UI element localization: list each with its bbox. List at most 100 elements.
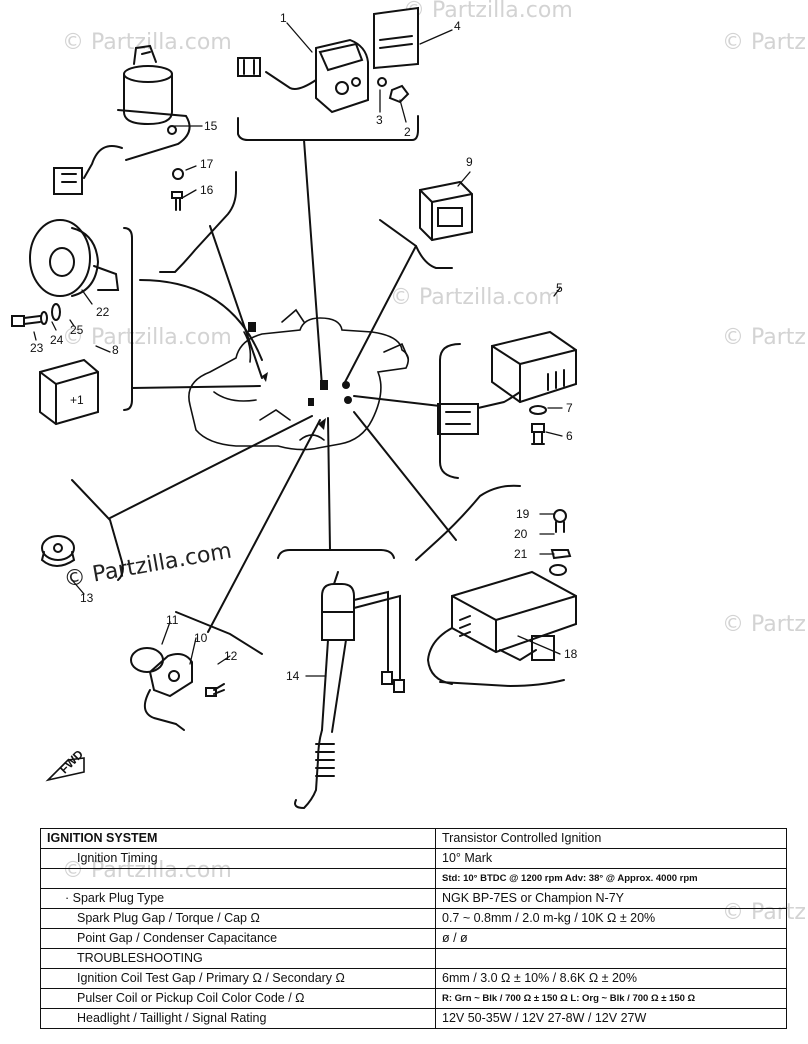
table-row: Headlight / Taillight / Signal Rating 12… [40, 1008, 787, 1029]
leader-line [303, 139, 323, 387]
callout-12: 12 [224, 649, 238, 663]
watermark: © Partzilla.com [403, 0, 573, 23]
table-row: · Spark Plug Type NGK BP-7ES or Champion… [40, 888, 787, 909]
table-row: Point Gap / Condenser Capacitance ø / ø [40, 928, 787, 949]
spec-label: Point Gap / Condenser Capacitance [40, 928, 436, 949]
part-15-main-switch [53, 44, 191, 195]
watermark: © Partzilla.com [62, 30, 232, 55]
coil-label: +1 [70, 393, 84, 407]
part-8-relay [39, 358, 99, 426]
callout-8: 8 [112, 343, 119, 357]
part-17-washer [172, 168, 184, 180]
part-24-washer [40, 311, 48, 325]
leader-line [327, 417, 331, 551]
leader-line [343, 245, 417, 385]
spec-label: Spark Plug Gap / Torque / Cap Ω [40, 908, 436, 929]
spec-value: Std: 10° BTDC @ 1200 rpm Adv: 38° @ Appr… [435, 868, 787, 889]
part-5-rectifier [437, 330, 577, 435]
part-20-washer [550, 549, 572, 560]
ignition-spec-table: IGNITION SYSTEM Transistor Controlled Ig… [40, 828, 787, 1029]
callout-14: 14 [286, 669, 300, 683]
leader-line [139, 279, 263, 361]
engine-outline [188, 308, 410, 451]
part-22-horn [29, 219, 120, 297]
spec-label: Pulser Coil or Pickup Coil Color Code / … [40, 988, 436, 1009]
spec-value: 0.7 ~ 0.8mm / 2.0 m-kg / 10K Ω ± 20% [435, 908, 787, 929]
part-11-o-ring [130, 647, 164, 673]
callout-10: 10 [194, 631, 208, 645]
spec-value: 10° Mark [435, 848, 787, 869]
spec-value: R: Grn ~ Blk / 700 Ω ± 150 Ω L: Org ~ Bl… [435, 988, 787, 1009]
leader-line [353, 411, 457, 541]
ignition-exploded-diagram: FWD +1 1 4 3 2 9 15 17 16 22 23 24 25 5 … [11, 6, 578, 810]
spec-label: TROUBLESHOOTING [40, 948, 436, 969]
part-23-bolt [11, 315, 41, 327]
callout-4: 4 [454, 19, 461, 33]
group-bracket-right-top [379, 219, 453, 269]
group-bracket-lower-left [71, 479, 124, 581]
spec-value: 12V 50-35W / 12V 27-8W / 12V 27W [435, 1008, 787, 1029]
callout-9: 9 [466, 155, 473, 169]
callout-11: 11 [166, 613, 179, 627]
callout-19: 19 [516, 507, 530, 521]
callout-18: 18 [564, 647, 578, 661]
callout-25: 25 [70, 323, 84, 337]
group-bracket-bottom-left [175, 611, 263, 655]
part-10-pickup-coil [143, 653, 193, 731]
watermark: © Partzilla.com [722, 612, 808, 637]
callout-17: 17 [200, 157, 214, 171]
table-row: Pulser Coil or Pickup Coil Color Code / … [40, 988, 787, 1009]
spec-label: Ignition Coil Test Gap / Primary Ω / Sec… [40, 968, 436, 989]
leader-line [209, 225, 263, 379]
part-12-screw [205, 683, 225, 697]
callout-16: 16 [200, 183, 214, 197]
spec-label: · Spark Plug Type [40, 888, 436, 909]
callout-3: 3 [376, 113, 383, 127]
part-21-washer [549, 564, 567, 576]
spec-value: 6mm / 3.0 Ω ± 10% / 8.6K Ω ± 20% [435, 968, 787, 989]
table-row: TROUBLESHOOTING [40, 948, 787, 969]
spec-label: Headlight / Taillight / Signal Rating [40, 1008, 436, 1029]
callout-5: 5 [556, 281, 563, 295]
table-row: Ignition Coil Test Gap / Primary Ω / Sec… [40, 968, 787, 989]
leader-line [109, 415, 313, 519]
group-bracket-lower-right [415, 484, 521, 561]
watermark: © Partzilla.com [722, 325, 808, 350]
table-row: Std: 10° BTDC @ 1200 rpm Adv: 38° @ Appr… [40, 868, 787, 889]
group-bracket-bottom-right [439, 679, 565, 688]
table-row: Ignition Timing 10° Mark [40, 848, 787, 869]
part-6-bolt [531, 423, 545, 445]
group-bracket-left-top [159, 171, 237, 273]
part-14-plug-cap-lead [294, 571, 405, 810]
part-25-washer [51, 303, 61, 321]
group-bracket-left [123, 227, 133, 411]
part-19-screw [553, 509, 567, 533]
watermark: © Partzilla.com [722, 30, 808, 55]
spec-value: NGK BP-7ES or Champion N-7Y [435, 888, 787, 909]
spec-label: Ignition Timing [40, 848, 436, 869]
callout-2: 2 [404, 125, 411, 139]
group-bracket-right [439, 343, 461, 479]
leader-line [207, 419, 321, 633]
part-13-neutral-switch [40, 535, 76, 567]
spec-value: Transistor Controlled Ignition [435, 828, 787, 849]
part-1-igniter-relay [237, 38, 369, 114]
table-row: IGNITION SYSTEM Transistor Controlled Ig… [40, 828, 787, 849]
part-2-nut [388, 84, 410, 104]
callout-22: 22 [96, 305, 110, 319]
callout-24: 24 [50, 333, 64, 347]
part-7-washer [529, 405, 547, 415]
spec-label: IGNITION SYSTEM [40, 828, 436, 849]
part-18-ignition-unit [426, 570, 577, 685]
part-4-plate [373, 6, 419, 70]
watermark: © Partzilla.com [62, 325, 232, 350]
fwd-arrow [45, 757, 85, 782]
group-bracket-bottom [277, 549, 395, 559]
callout-6: 6 [566, 429, 573, 443]
leader-line [131, 385, 261, 389]
callout-20: 20 [514, 527, 528, 541]
spec-label [40, 868, 436, 889]
spec-value: ø / ø [435, 928, 787, 949]
callout-21: 21 [514, 547, 528, 561]
watermark: © Partzilla.com [390, 285, 560, 310]
